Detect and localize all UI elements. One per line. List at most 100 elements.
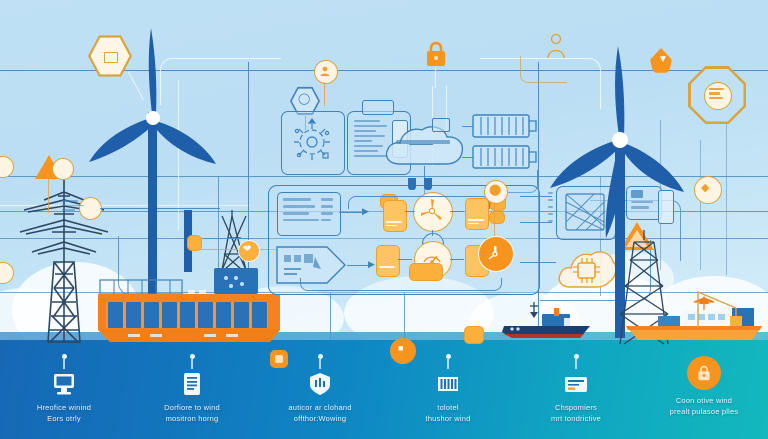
circle-badge-energy-right[interactable] — [694, 176, 722, 204]
monitor-icon — [54, 374, 74, 395]
footer-label-line2: thushor wind — [425, 413, 471, 423]
document-tab — [362, 100, 394, 115]
cloud-label-text — [396, 140, 450, 144]
footer-item[interactable]: Dorfiore to wind mositron horng — [128, 350, 256, 439]
connector-line — [100, 208, 220, 210]
dashboard-card-main-left[interactable] — [383, 200, 407, 232]
subsea-module[interactable] — [464, 326, 484, 344]
connector-line — [0, 292, 768, 294]
connector-line — [431, 230, 433, 236]
server-rack-lower[interactable] — [470, 144, 538, 170]
footer-connector-dot — [445, 354, 451, 359]
footer-label-line2: mrt tondrictive — [550, 413, 602, 423]
network-glyph: ◯ — [298, 93, 311, 105]
lock-badge-security[interactable] — [424, 40, 448, 68]
footer-connector-dot — [61, 354, 67, 359]
connector-line — [398, 259, 412, 261]
connector-line — [218, 176, 220, 336]
subsea-glyph: ■ — [398, 343, 404, 353]
sea-background — [0, 340, 768, 439]
signal-bars-icon — [62, 200, 84, 211]
footer-label-line2: Eors otrly — [47, 413, 81, 423]
sensor-card-lower-left[interactable] — [376, 245, 400, 277]
connector-elbow — [540, 240, 651, 301]
ai-chip-cloud-node[interactable] — [556, 243, 618, 291]
card-chip-right[interactable] — [489, 211, 505, 224]
connector-line — [462, 157, 474, 159]
connector-line — [409, 144, 433, 146]
footer-label: Hreofice winind Eors otrly — [4, 403, 124, 425]
connector-line-light — [446, 86, 448, 146]
connector-line — [462, 126, 474, 128]
connector-elbow — [160, 58, 281, 105]
footer-item[interactable]: Chspomiers mrt tondrictive — [512, 350, 640, 439]
footer-item[interactable]: Hreofice winind Eors otrly — [0, 350, 128, 439]
connector-elbow — [520, 56, 567, 83]
table-rows-text — [283, 198, 319, 222]
card-body-lines — [468, 219, 484, 225]
gear-icon — [294, 118, 330, 160]
connector-line — [248, 62, 250, 330]
data-chip-badge[interactable] — [187, 235, 202, 251]
energy-glyph: ▼ — [658, 54, 668, 65]
connector-line — [450, 259, 464, 261]
connector-elbow — [497, 170, 538, 193]
user-icon — [320, 66, 330, 76]
connector-line — [330, 292, 332, 340]
connector-line — [404, 292, 406, 340]
panel-label-lines — [298, 113, 314, 115]
footer-connector-stem — [575, 359, 577, 369]
energy-glyph-right: ◆ — [701, 182, 710, 194]
analytics-glyph-lines — [709, 88, 724, 100]
footer-connector-stem — [319, 359, 321, 369]
mesh-icon — [565, 193, 605, 231]
connector-line-light — [0, 205, 250, 207]
arrow-head-icon: ▶ — [368, 259, 375, 269]
server-rack-upper[interactable] — [470, 113, 538, 139]
connector-tab — [424, 178, 432, 190]
footer-item[interactable]: tolotel thushor wind — [384, 350, 512, 439]
drop-badge-energy[interactable] — [650, 48, 672, 73]
circle-badge-cs[interactable] — [52, 158, 74, 180]
footer-label-line2: mositron horng — [165, 413, 219, 423]
footer-label-line1: Coon otive wind — [675, 396, 733, 405]
badge-stem — [494, 202, 496, 236]
connector-line — [700, 140, 702, 270]
connector-line — [0, 176, 768, 178]
footer-connector-stem — [447, 359, 449, 369]
connector-line — [405, 211, 415, 213]
footer-label-line1: auticor ar clohand — [288, 403, 352, 412]
doc-header-glyph — [631, 190, 643, 198]
badge-stem — [48, 179, 50, 213]
checklist-node[interactable] — [275, 243, 347, 287]
lock-badge-circle[interactable] — [687, 356, 721, 390]
badge-stem — [435, 68, 437, 88]
footer-label: Dorfiore to wind mositron horng — [132, 403, 252, 425]
connector-line-light — [178, 80, 180, 230]
sensor-tray-lower[interactable] — [409, 263, 443, 281]
connector-line — [450, 211, 464, 213]
storage-glyph — [104, 52, 118, 63]
footer-label-line2: prealt pulasoe plles — [669, 406, 739, 416]
rotor-icon — [421, 199, 442, 220]
connector-tab — [408, 178, 416, 190]
circle-badge-settings[interactable] — [478, 236, 514, 272]
arrow-head-icon: ▶ — [362, 206, 369, 216]
footer-label: tolotel thushor wind — [388, 403, 508, 425]
footer-item[interactable]: auticor ar clohand offthor:Wowing — [256, 350, 384, 439]
connector-line — [204, 238, 250, 240]
cloud-platform-node[interactable] — [382, 122, 466, 168]
footer-item[interactable]: Coon otive wind prealt pulasoe plles — [640, 350, 768, 439]
footer-label: auticor ar clohand offthor:Wowing — [260, 403, 380, 425]
left-wind-turbine — [89, 28, 216, 322]
person-icon-top — [547, 33, 565, 59]
footer-connector-stem — [191, 359, 193, 369]
badge-stem — [324, 82, 326, 106]
circle-badge-heart[interactable] — [238, 240, 260, 262]
heart-icon: ❤ — [243, 244, 252, 255]
circle-badge-chip-small[interactable] — [484, 180, 508, 204]
cloud-upload-chip — [432, 118, 450, 132]
circle-badge-subsea[interactable] — [390, 338, 416, 364]
circle-badge-user[interactable] — [314, 60, 338, 84]
